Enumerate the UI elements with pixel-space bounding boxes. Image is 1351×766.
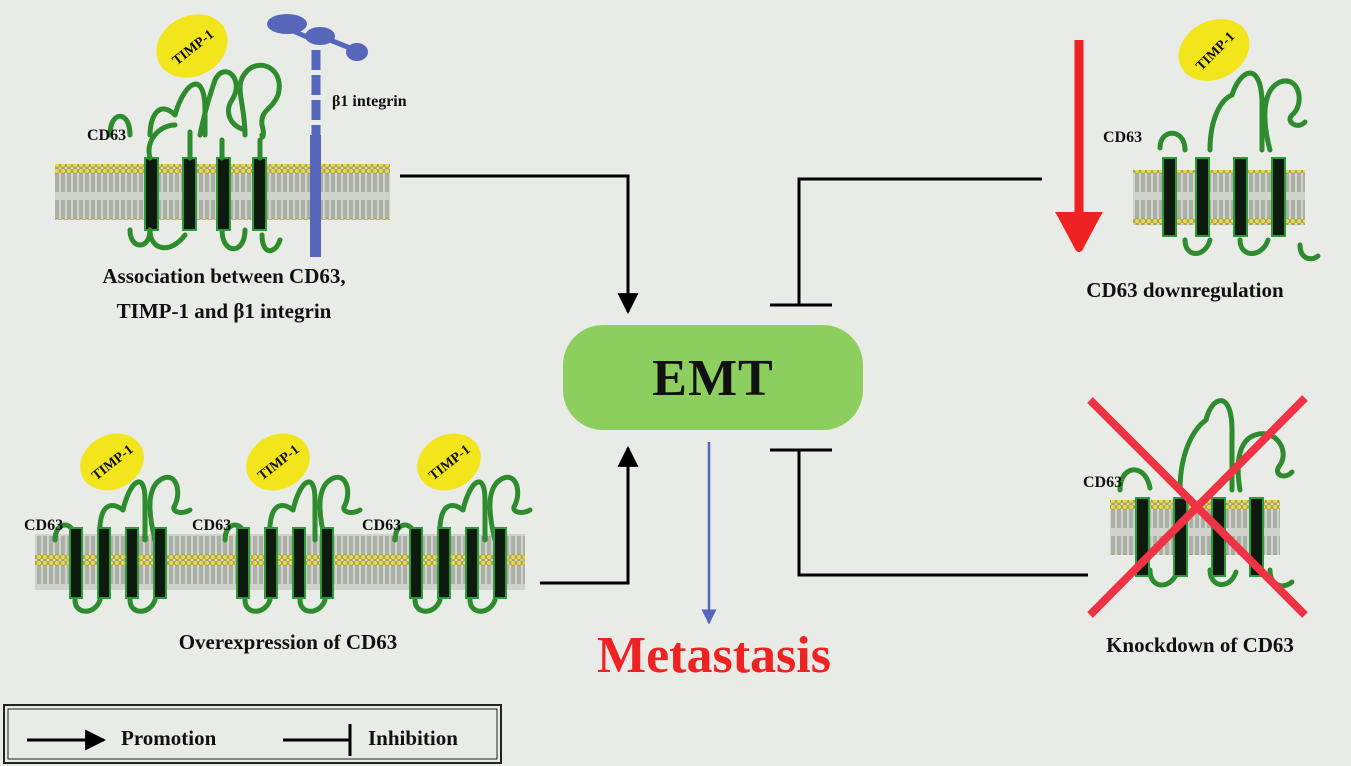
metastasis-label: Metastasis	[597, 627, 831, 684]
emt-node: EMT	[563, 325, 863, 430]
timp1-ellipse-icon	[417, 433, 481, 491]
cd63-label: CD63	[24, 517, 63, 534]
promotion-connector-overexpression	[540, 445, 639, 585]
inhibition-connector-downregulation	[797, 177, 1042, 305]
caption-association-line2: TIMP-1 and β1 integrin	[117, 299, 332, 323]
panel-overexpression: TIMP-1 TIMP-1 TIMP-1 CD63 CD63 CD63 Over…	[24, 433, 533, 654]
legend-box-inner	[7, 708, 498, 760]
cd63-protein-icon	[222, 475, 363, 614]
inhibition-connector-knockdown	[797, 450, 1088, 577]
panel-downregulation: TIMP-1 CD63 CD63 downregulation	[1055, 19, 1321, 302]
caption-overexpression: Overexpression of CD63	[179, 630, 398, 654]
legend-box	[3, 704, 502, 764]
timp1-ellipse-icon	[156, 14, 228, 78]
cd63-label: CD63	[362, 517, 401, 534]
cd63-label: CD63	[1083, 474, 1122, 491]
timp1-ellipse-icon	[80, 433, 144, 491]
cd63-protein-icon	[392, 475, 533, 614]
cd63-label: CD63	[1103, 129, 1142, 146]
red-cross-icon	[1087, 395, 1308, 618]
legend-promotion-label: Promotion	[121, 726, 217, 750]
integrin-label: β1 integrin	[332, 93, 407, 110]
cd63-label: CD63	[87, 127, 126, 144]
emt-box	[563, 325, 863, 430]
cd63-tm-helix	[252, 157, 267, 231]
cd63-protein-icon	[1157, 70, 1321, 262]
legend-inhibition-label: Inhibition	[368, 726, 458, 750]
promotion-connector-association	[400, 174, 639, 315]
cd63-loop-segment	[197, 69, 248, 138]
cd63-termini	[146, 122, 263, 251]
timp1-ellipse-icon	[1178, 19, 1250, 81]
cd63-tm-helix	[216, 157, 231, 231]
panel-association: TIMP-1 CD63 β1 integrin Association betw…	[55, 14, 407, 323]
timp1-ellipse-icon	[246, 433, 310, 491]
caption-association-line1: Association between CD63,	[102, 264, 345, 288]
cd63-label: CD63	[192, 517, 231, 534]
panel-knockdown: CD63 Knockdown of CD63	[1083, 395, 1308, 657]
caption-downregulation: CD63 downregulation	[1086, 278, 1284, 302]
emt-label: EMT	[652, 350, 773, 407]
down-arrow-icon	[1055, 40, 1103, 252]
beta1-integrin-icon	[267, 14, 368, 257]
caption-knockdown: Knockdown of CD63	[1106, 633, 1294, 657]
cd63-tm-helix	[144, 157, 159, 231]
cd63-protein-icon	[52, 475, 193, 614]
cd63-tm-helix	[182, 157, 197, 231]
legend: Promotion Inhibition	[3, 704, 502, 764]
